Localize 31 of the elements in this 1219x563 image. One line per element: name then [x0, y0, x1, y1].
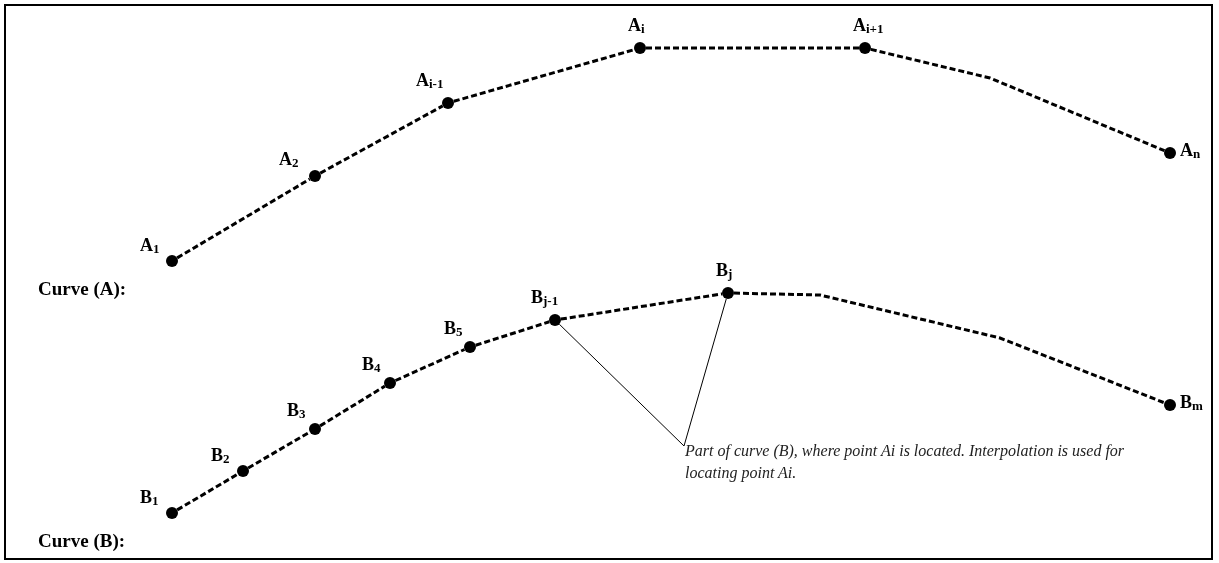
- point-label: B$_{3}$: [287, 401, 306, 420]
- point-label: B$_{5}$: [444, 319, 463, 338]
- leader-line: [558, 323, 685, 447]
- dashed-curve-segment: [176, 472, 239, 512]
- dashed-curve-segment: [319, 104, 444, 175]
- point-label: B$_{1}$: [140, 488, 159, 507]
- dashed-curve-segment: [394, 348, 466, 382]
- point-label: A$_{i+1}$: [853, 16, 884, 35]
- leader-line: [683, 298, 727, 447]
- point-label: B$_{j}$: [716, 261, 733, 280]
- dashed-curve-segment: [453, 48, 635, 103]
- dashed-curve-segment: [733, 291, 1165, 405]
- dashed-curve-segment: [319, 384, 386, 428]
- point-label: A$_{2}$: [279, 150, 299, 169]
- dashed-curve-segment: [475, 320, 550, 347]
- dashed-curve-segment: [176, 177, 311, 260]
- point-label: B$_{4}$: [362, 355, 381, 374]
- point-label: A$_{i-1}$: [416, 71, 444, 90]
- annotation-text: Part of curve (B), where point Ai is located. Interpolation is used for locating point Ai.: [685, 440, 1125, 484]
- dashed-curve-segment: [646, 46, 859, 50]
- curve-name: Curve (B):: [38, 530, 126, 552]
- curve-name: Curve (A):: [38, 278, 127, 300]
- point-label: A$_{n}$: [1180, 141, 1201, 160]
- point-label: A$_{1}$: [140, 236, 160, 255]
- point-label: A$_{i}$: [628, 16, 645, 35]
- dashed-curve-segment: [870, 47, 1166, 153]
- point-label: B$_{m}$: [1180, 393, 1203, 412]
- dashed-curve-segment: [560, 292, 723, 321]
- point-label: B$_{j-1}$: [531, 288, 559, 307]
- point-label: B$_{2}$: [211, 446, 230, 465]
- dashed-curve-segment: [247, 430, 311, 470]
